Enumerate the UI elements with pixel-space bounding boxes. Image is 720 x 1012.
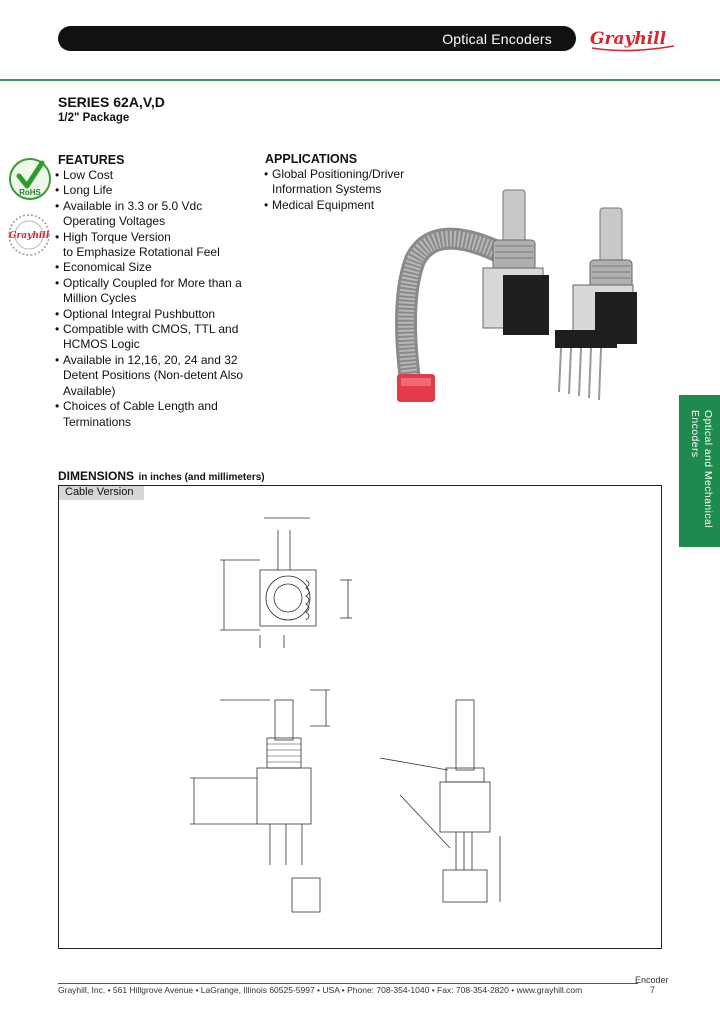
features-list: Low CostLong LifeAvailable in 3.3 or 5.0…	[55, 168, 255, 430]
package-subtitle: 1/2" Package	[58, 112, 130, 124]
features-item-line: Terminations	[63, 414, 132, 429]
features-item-line: Optically Coupled for More than a	[63, 275, 242, 290]
cable-version-tab	[59, 486, 144, 500]
header-title: Optical Encoders	[442, 31, 552, 47]
applications-item: Medical Equipment	[264, 197, 464, 214]
section-side-tab[interactable]: Optical and Mechanical Encoders	[679, 395, 720, 547]
seal-text: Grayhill	[9, 231, 50, 241]
footer-address: Grayhill, Inc. • 561 Hillgrove Avenue • …	[58, 985, 583, 995]
dimension-drawing	[160, 500, 520, 920]
features-item-line: Choices of Cable Length and	[63, 399, 218, 414]
features-item: Long Life	[55, 183, 255, 199]
encoder-product-photo	[395, 180, 655, 420]
features-item-line: Operating Voltages	[63, 214, 166, 229]
features-item-line: Available)	[63, 383, 116, 398]
footer-rule	[58, 983, 638, 984]
features-item-line: Compatible with CMOS, TTL and	[63, 322, 239, 337]
series-title: SERIES 62A,V,D	[58, 94, 165, 110]
features-item-line: Available in 3.3 or 5.0 Vdc	[63, 198, 203, 213]
applications-item-line: Global Positioning/Driver	[272, 167, 405, 181]
features-item-line: to Emphasize Rotational Feel	[63, 245, 220, 260]
page-number: 7	[650, 985, 656, 995]
dimensions-box	[58, 485, 662, 949]
side-tab-label: Optical and Mechanical Encoders	[689, 410, 714, 528]
rohs-label: RoHS	[19, 188, 41, 197]
grayhill-logo: Grayhill	[588, 24, 680, 54]
features-item-line: Optional Integral Pushbutton	[63, 306, 216, 321]
dimensions-subtitle: in inches (and millimeters)	[138, 472, 265, 483]
features-item: Available in 12,16, 20, 24 and 32Detent …	[55, 353, 255, 399]
features-item: Optically Coupled for More than aMillion…	[55, 276, 255, 307]
features-item-line: Low Cost	[63, 168, 114, 182]
features-item: Economical Size	[55, 260, 255, 276]
features-heading: FEATURES	[58, 153, 125, 167]
features-item: Optional Integral Pushbutton	[55, 306, 255, 323]
cable-version-label: Cable Version	[65, 486, 134, 498]
features-item-line: Million Cycles	[63, 291, 137, 306]
features-item-line: Economical Size	[63, 260, 152, 275]
header-bar	[58, 26, 576, 51]
features-item-line: Available in 12,16, 20, 24 and 32	[63, 352, 238, 367]
applications-item-line: Information Systems	[272, 182, 382, 197]
logo-text: Grayhill	[590, 29, 667, 49]
features-item-line: HCMOS Logic	[63, 337, 140, 352]
header-rule	[0, 79, 720, 81]
footer-section: Encoder	[635, 975, 669, 985]
checkmark-icon	[16, 160, 45, 189]
dimensions-heading: DIMENSIONS in inches (and millimeters)	[58, 467, 265, 485]
features-item-line: Detent Positions (Non-detent Also	[63, 368, 244, 383]
features-item: Low Cost	[55, 168, 255, 184]
dimensions-title: DIMENSIONS	[58, 469, 135, 483]
rohs-badge: RoHS	[8, 157, 52, 201]
features-item-line: Long Life	[63, 183, 113, 198]
features-item-line: High Torque Version	[63, 229, 171, 244]
applications-item-line: Medical Equipment	[272, 197, 375, 212]
applications-heading: APPLICATIONS	[265, 152, 358, 166]
grayhill-seal: Grayhill	[7, 212, 51, 258]
